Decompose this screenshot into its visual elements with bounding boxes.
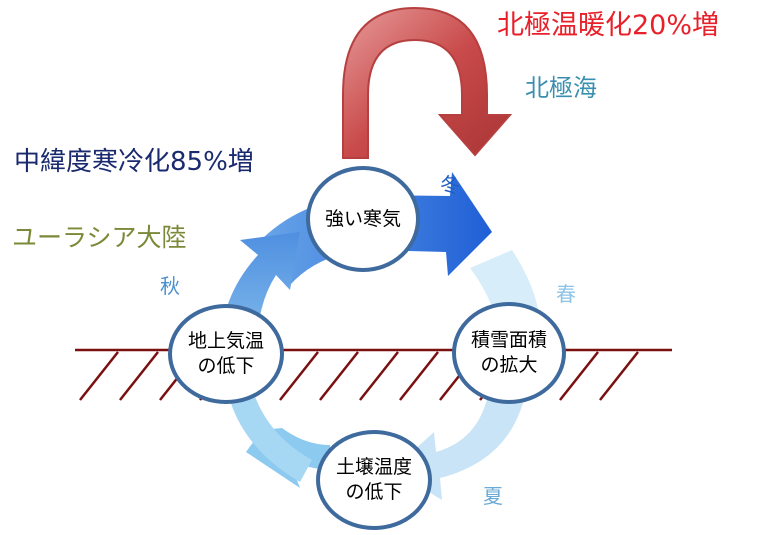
node-soil-temp-line1: 土壌温度 — [335, 456, 412, 479]
node-snow-cover-line2: の拡大 — [480, 354, 538, 376]
ground-line — [75, 348, 672, 401]
arctic-warming-label: 北極温暖化20%増 — [497, 10, 720, 41]
node-soil-temp-line2: の低下 — [345, 481, 403, 503]
season-winter-label: 冬 — [440, 173, 460, 197]
node-snow-cover: 積雪面積 の拡大 — [452, 302, 566, 404]
node-surface-temp-line2: の低下 — [197, 355, 255, 377]
node-strong-cold-text: 強い寒気 — [324, 207, 401, 230]
midlat-cooling-label: 中緯度寒冷化85%増 — [14, 147, 254, 177]
season-autumn-label: 秋 — [160, 274, 180, 298]
season-summer-label: 夏 — [483, 484, 503, 508]
node-soil-temp: 土壌温度 の低下 — [316, 430, 432, 530]
arctic-ocean-label: 北極海 — [525, 74, 597, 102]
season-spring-label: 春 — [556, 282, 576, 306]
arctic-arch-arrow — [342, 6, 513, 159]
node-strong-cold: 強い寒気 — [306, 166, 420, 272]
eurasia-label: ユーラシア大陸 — [12, 223, 187, 252]
node-surface-temp-line1: 地上気温 — [187, 330, 264, 353]
node-snow-cover-line1: 積雪面積 — [470, 329, 547, 352]
node-surface-temp: 地上気温 の低下 — [168, 304, 284, 404]
